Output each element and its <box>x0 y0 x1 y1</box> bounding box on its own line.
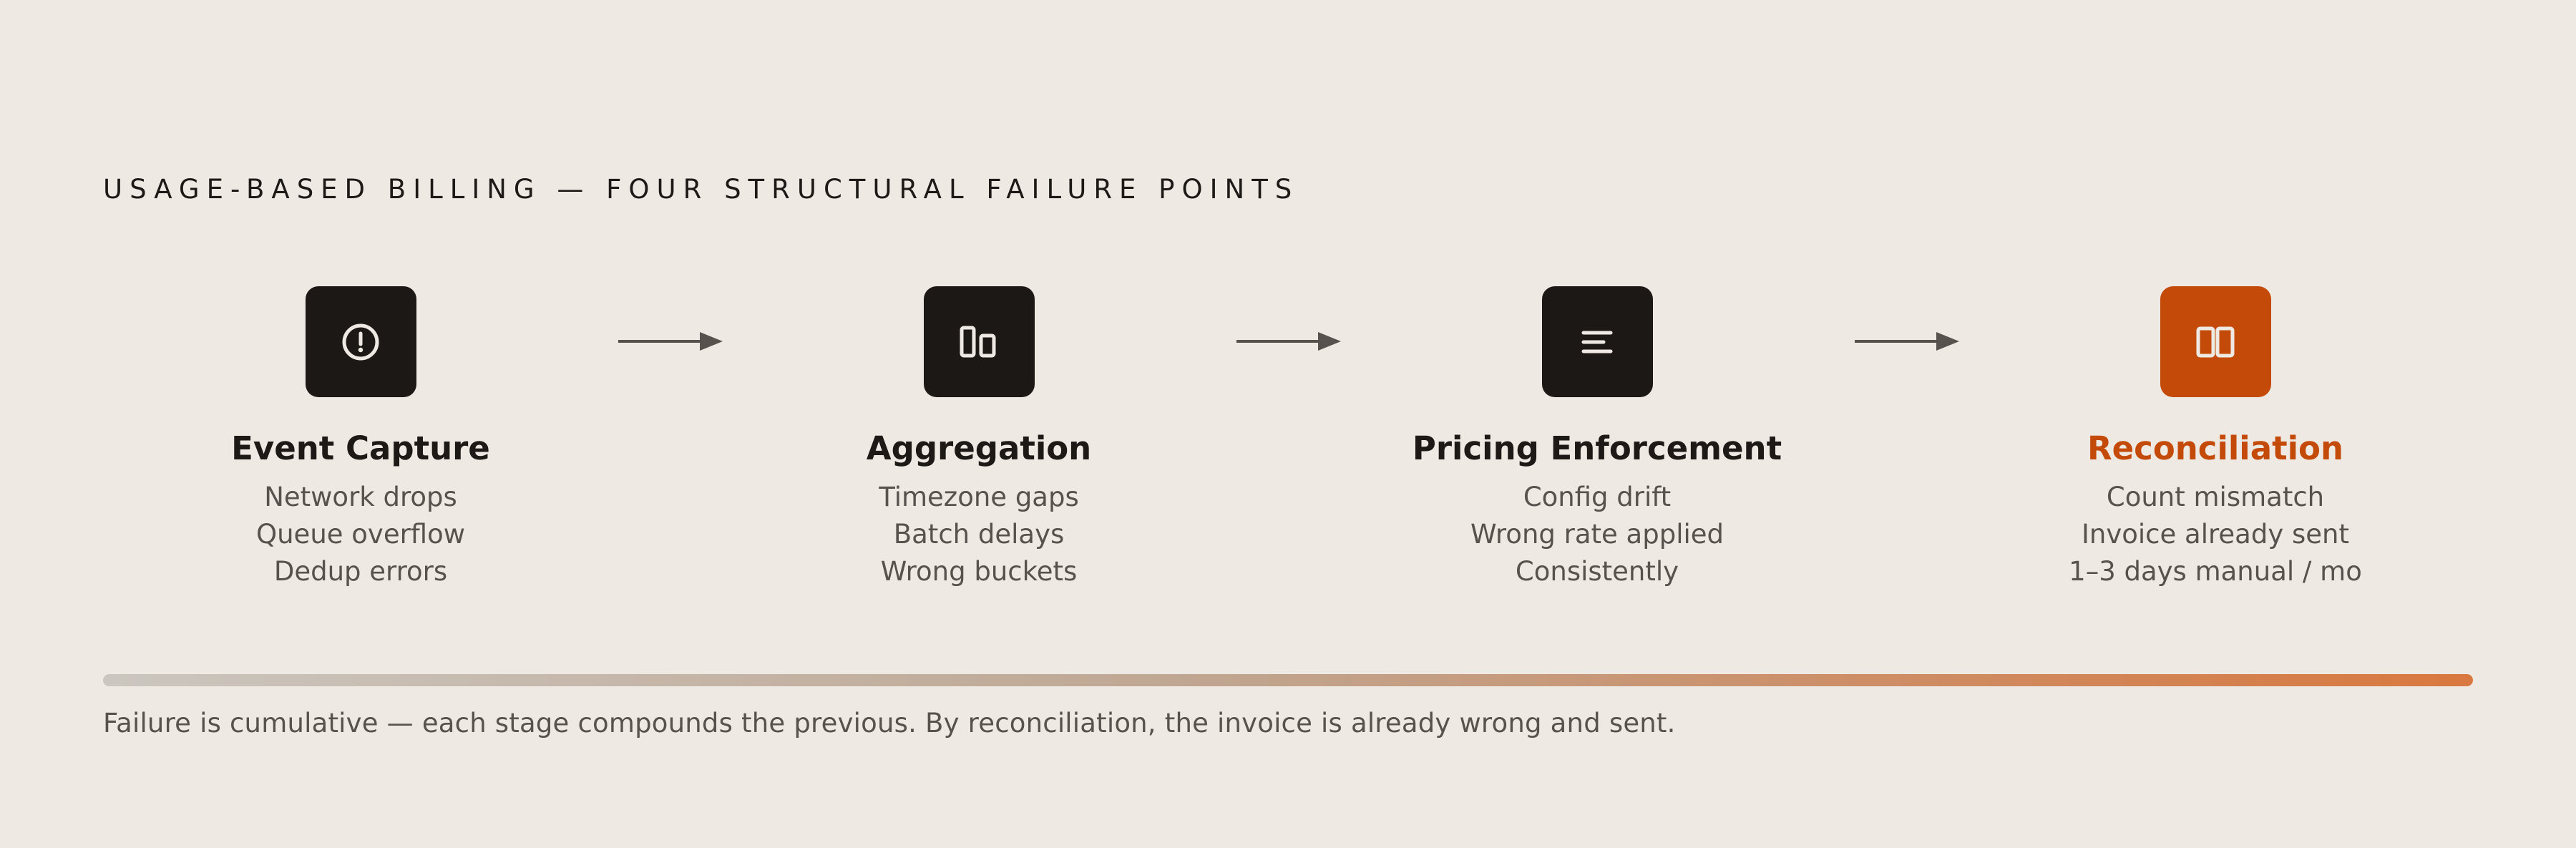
stage-detail: Wrong rate applied <box>1470 519 1724 550</box>
stage-detail: Count mismatch <box>2106 482 2325 512</box>
align-left-icon <box>1541 286 1653 397</box>
stage-detail: Timezone gaps <box>879 482 1079 512</box>
stage-detail: Batch delays <box>893 519 1065 550</box>
stage-detail: Wrong buckets <box>880 556 1078 587</box>
stage-pricing-enforcement: Pricing Enforcement Config drift Wrong r… <box>1340 286 1855 590</box>
columns-icon <box>923 286 1035 397</box>
split-columns-icon <box>2160 286 2271 397</box>
stage-event-capture: Event Capture Network drops Queue overfl… <box>103 286 618 590</box>
stage-details: Count mismatch Invoice already sent 1–3 … <box>1958 479 2473 590</box>
stage-reconciliation: Reconciliation Count mismatch Invoice al… <box>1958 286 2473 590</box>
arrow-right-icon <box>1236 332 1341 351</box>
stage-detail: Queue overflow <box>255 519 466 550</box>
stage-title: Reconciliation <box>2087 429 2343 467</box>
arrow-right-icon <box>618 332 723 351</box>
cumulative-failure-gradient-bar <box>103 674 2473 686</box>
stage-detail: Config drift <box>1523 482 1672 512</box>
stage-details: Network drops Queue overflow Dedup error… <box>103 479 618 590</box>
stage-title: Pricing Enforcement <box>1412 429 1782 467</box>
alert-circle-icon <box>305 286 416 397</box>
stage-title: Event Capture <box>231 429 490 467</box>
stage-detail: Dedup errors <box>273 556 448 587</box>
stage-detail: Network drops <box>264 482 457 512</box>
page-title: USAGE-BASED BILLING — FOUR STRUCTURAL FA… <box>103 174 1299 205</box>
stage-details: Config drift Wrong rate applied Consiste… <box>1340 479 1855 590</box>
arrow-right-icon <box>1855 332 1959 351</box>
stage-aggregation: Aggregation Timezone gaps Batch delays W… <box>721 286 1236 590</box>
footnote: Failure is cumulative — each stage compo… <box>103 708 1676 739</box>
stage-detail: Invoice already sent <box>2082 519 2349 550</box>
stage-detail: 1–3 days manual / mo <box>2069 556 2362 587</box>
stage-title: Aggregation <box>866 429 1092 467</box>
stage-details: Timezone gaps Batch delays Wrong buckets <box>721 479 1236 590</box>
stage-detail: Consistently <box>1515 556 1679 587</box>
